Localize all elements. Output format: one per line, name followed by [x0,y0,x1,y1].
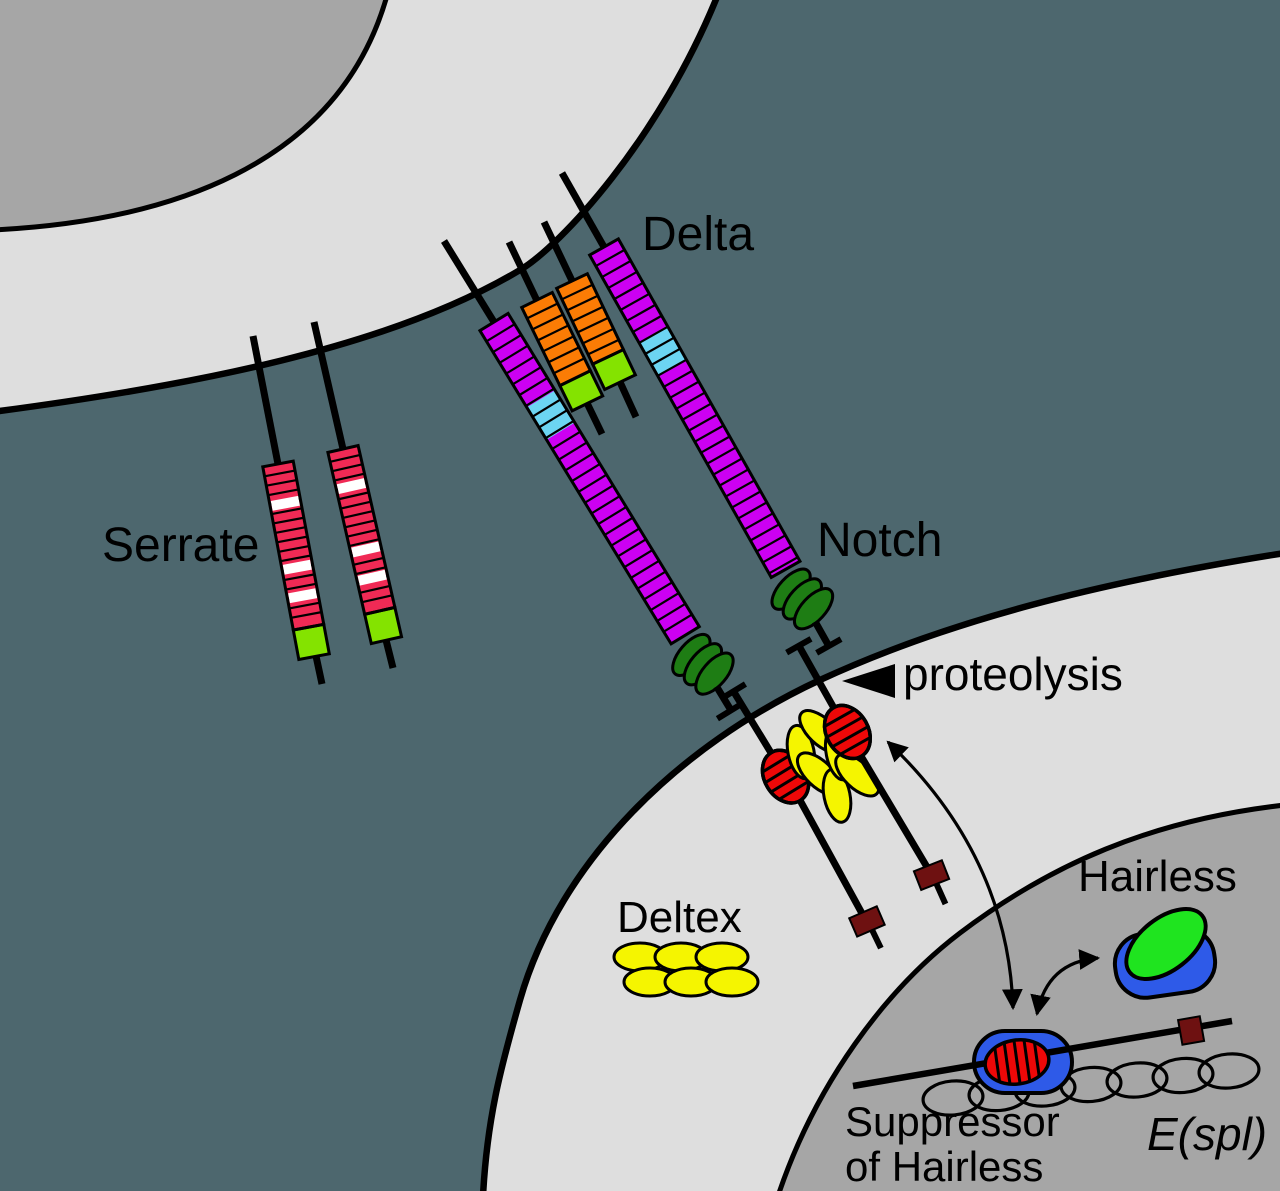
lin12-repeat-oval-icon [792,587,835,631]
espl-label: E(spl) [1147,1108,1267,1160]
membrane-anchor-stem [505,240,544,309]
suppressor-label-line1: Suppressor [845,1098,1060,1145]
dna-coil-icon [1105,1061,1169,1099]
nicd-translocation-arrow-icon [886,740,1023,1011]
delta-ligand-2 [554,271,638,392]
deltex-label: Deltex [617,893,742,942]
membrane-anchor-stem [312,655,326,685]
hairless-label: Hairless [1078,852,1237,901]
dna-coil-icon [921,1079,985,1117]
serrate-ligand-2 [326,443,404,646]
suppressor-label-line2: of Hairless [845,1143,1043,1190]
notch-cleavage-upper-line [812,619,832,648]
delta-ligand-1 [519,290,605,413]
membrane-anchor-stem [249,335,282,465]
membrane-anchor-stem [583,401,606,436]
serrate-label: Serrate [102,519,259,572]
dna-coil-icon [1151,1056,1215,1095]
suppressor-of-hairless-complex [852,1015,1233,1095]
membrane-anchor-stem [310,321,347,450]
hairless-protein-icon [1112,907,1218,1000]
lin12-repeat-oval-icon [694,651,735,696]
pest-domain-icon [1176,1015,1206,1046]
notch-receptor-1 [477,311,887,950]
membrane-anchor-stem [382,639,397,669]
delta-label: Delta [642,208,754,261]
membrane-anchor-stem [540,220,579,289]
membrane-anchor-stem [616,380,640,419]
dna-coil-icon [1197,1052,1261,1090]
proteolysis-label: proteolysis [903,648,1123,700]
serrate-ligand-1 [261,459,332,662]
notch-intracellular-line [795,643,837,710]
notch-intracellular-line [730,689,774,755]
hairless-interaction-arrow-icon [1030,949,1101,1017]
membrane-anchor-stem [558,171,608,249]
proteolysis-arrowhead-icon [842,664,895,698]
deltex-protein-icon [612,941,760,998]
membrane-anchor-stem [441,239,497,324]
signal-sending-cell-nucleus [0,0,389,233]
molecules-layer [249,171,951,998]
notch-label: Notch [817,514,942,567]
